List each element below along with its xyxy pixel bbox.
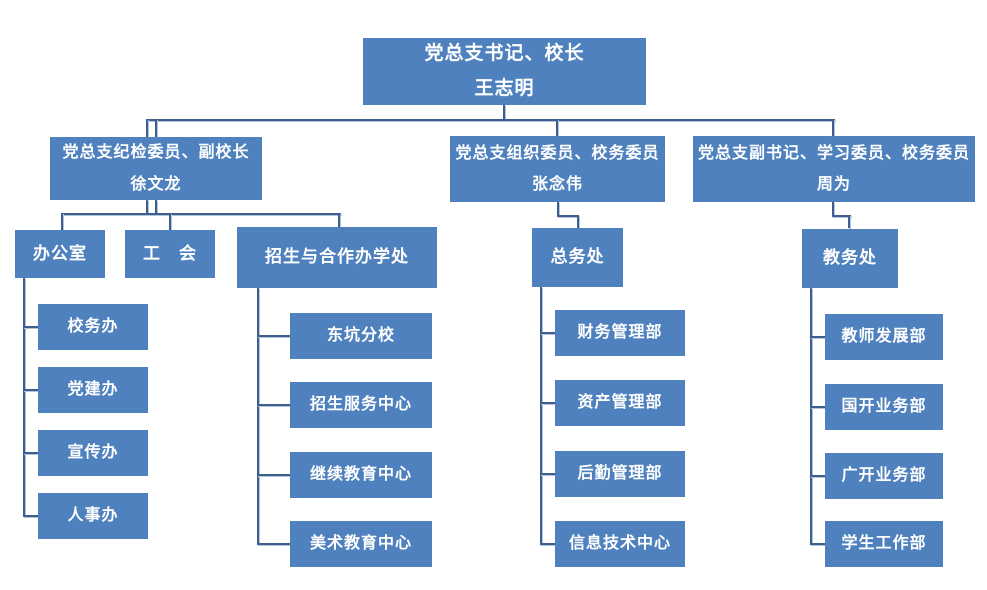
connector-drop-dept-academic [848,215,850,228]
leaf-box-publicity: 宣传办 [38,430,148,476]
connector-col2-trunk [257,288,259,545]
connector-drop-dept-union [169,213,171,230]
connector-col4-branch-2 [810,406,825,408]
root-box: 党总支书记、校长 王志明 [363,38,646,105]
leaf-label: 国开业务部 [841,397,927,415]
root-title: 党总支书记、校长 [424,43,585,65]
leaf-label: 宣传办 [67,443,119,461]
leaf-box-guangzhou-open: 广开业务部 [825,453,943,499]
dept-label: 办公室 [33,243,87,263]
connector-col4-branch-1 [810,336,825,338]
connector-col1-branch-4 [23,515,38,517]
dept-box-office: 办公室 [15,230,105,278]
connector-level1-rail [146,119,835,121]
connector-col1-branch-3 [23,452,38,454]
connector-drop-branch2 [832,119,834,136]
connector-branch0-stub-a [146,200,148,214]
connector-col3-branch-4 [540,543,555,545]
leaf-box-finance: 财务管理部 [555,310,685,356]
leaf-label: 招生服务中心 [309,395,412,413]
connector-col2-branch-3 [257,474,290,476]
leaf-box-personnel: 人事办 [38,493,148,539]
connector-col1-trunk [23,278,25,517]
connector-branch0-rail [61,213,341,215]
leaf-label: 东坑分校 [326,326,395,344]
leaf-label: 财务管理部 [577,323,663,341]
root-name: 王志明 [474,77,535,99]
leaf-label: 美术教育中心 [309,534,412,552]
connector-branch0-stub-b [155,200,157,214]
branch-name: 张念伟 [531,176,583,193]
leaf-label: 广开业务部 [841,466,927,484]
leaf-label: 校务办 [67,317,119,335]
branch-title: 党总支组织委员、校务委员 [455,144,660,162]
connector-drop-dept-office [61,213,63,230]
connector-col3-branch-2 [540,402,555,404]
connector-col4-branch-4 [810,543,825,545]
dept-label: 总务处 [550,247,605,267]
connector-col1-branch-1 [23,326,38,328]
branch-title: 党总支副书记、学习委员、校务委员 [697,144,970,162]
dept-box-academic-affairs: 教务处 [802,229,898,288]
connector-col3-branch-1 [540,332,555,334]
connector-col2-branch-2 [257,404,290,406]
connector-col2-branch-4 [257,543,290,545]
dept-label: 招生与合作办学处 [265,247,409,267]
leaf-label: 继续教育中心 [309,465,412,483]
connector-branch1-step [557,215,579,217]
connector-root-stub [503,105,505,121]
leaf-box-national-open: 国开业务部 [825,384,943,430]
leaf-box-admissions-service: 招生服务中心 [290,382,432,428]
leaf-box-school-affairs: 校务办 [38,304,148,350]
leaf-box-continuing-education: 继续教育中心 [290,452,432,498]
connector-col2-branch-1 [257,335,290,337]
leaf-label: 党建办 [67,380,119,398]
leaf-box-it-center: 信息技术中心 [555,521,685,567]
connector-drop-branch1 [556,119,558,136]
branch-box-organization: 党总支组织委员、校务委员 张念伟 [450,136,665,202]
connector-branch2-step [832,215,851,217]
leaf-box-party-building: 党建办 [38,367,148,413]
dept-box-admissions: 招生与合作办学处 [237,227,437,288]
dept-label: 工 会 [143,243,197,263]
dept-box-general-affairs: 总务处 [532,228,623,287]
leaf-label: 后勤管理部 [577,464,663,482]
leaf-box-logistics: 后勤管理部 [555,451,685,497]
leaf-label: 资产管理部 [577,393,663,411]
leaf-box-dongkeng-campus: 东坑分校 [290,313,432,359]
branch-title: 党总支纪检委员、副校长 [62,144,250,162]
connector-branch1-stub [557,202,559,217]
branch-name: 徐文龙 [130,175,182,193]
branch-box-discipline: 党总支纪检委员、副校长 徐文龙 [50,137,262,200]
dept-label: 教务处 [823,248,877,268]
connector-drop-branch0-b [155,119,157,137]
leaf-box-assets: 资产管理部 [555,380,685,426]
leaf-label: 信息技术中心 [568,534,671,552]
leaf-label: 教师发展部 [841,327,927,345]
connector-drop-branch0-a [146,119,148,137]
leaf-label: 人事办 [67,506,119,524]
branch-box-deputy: 党总支副书记、学习委员、校务委员 周为 [693,136,975,202]
connector-col3-trunk [540,287,542,545]
branch-name: 周为 [816,176,851,193]
connector-col1-branch-2 [23,389,38,391]
connector-col4-branch-3 [810,475,825,477]
connector-col3-branch-3 [540,473,555,475]
connector-branch2-stub [832,202,834,217]
leaf-box-art-education: 美术教育中心 [290,521,432,567]
connector-col4-trunk [810,288,812,545]
leaf-box-teacher-development: 教师发展部 [825,314,943,360]
dept-box-union: 工 会 [125,230,215,278]
connector-drop-dept-general [577,215,579,228]
leaf-box-student-affairs: 学生工作部 [825,521,943,567]
connector-drop-dept-admissions [338,213,340,227]
leaf-label: 学生工作部 [841,534,927,552]
